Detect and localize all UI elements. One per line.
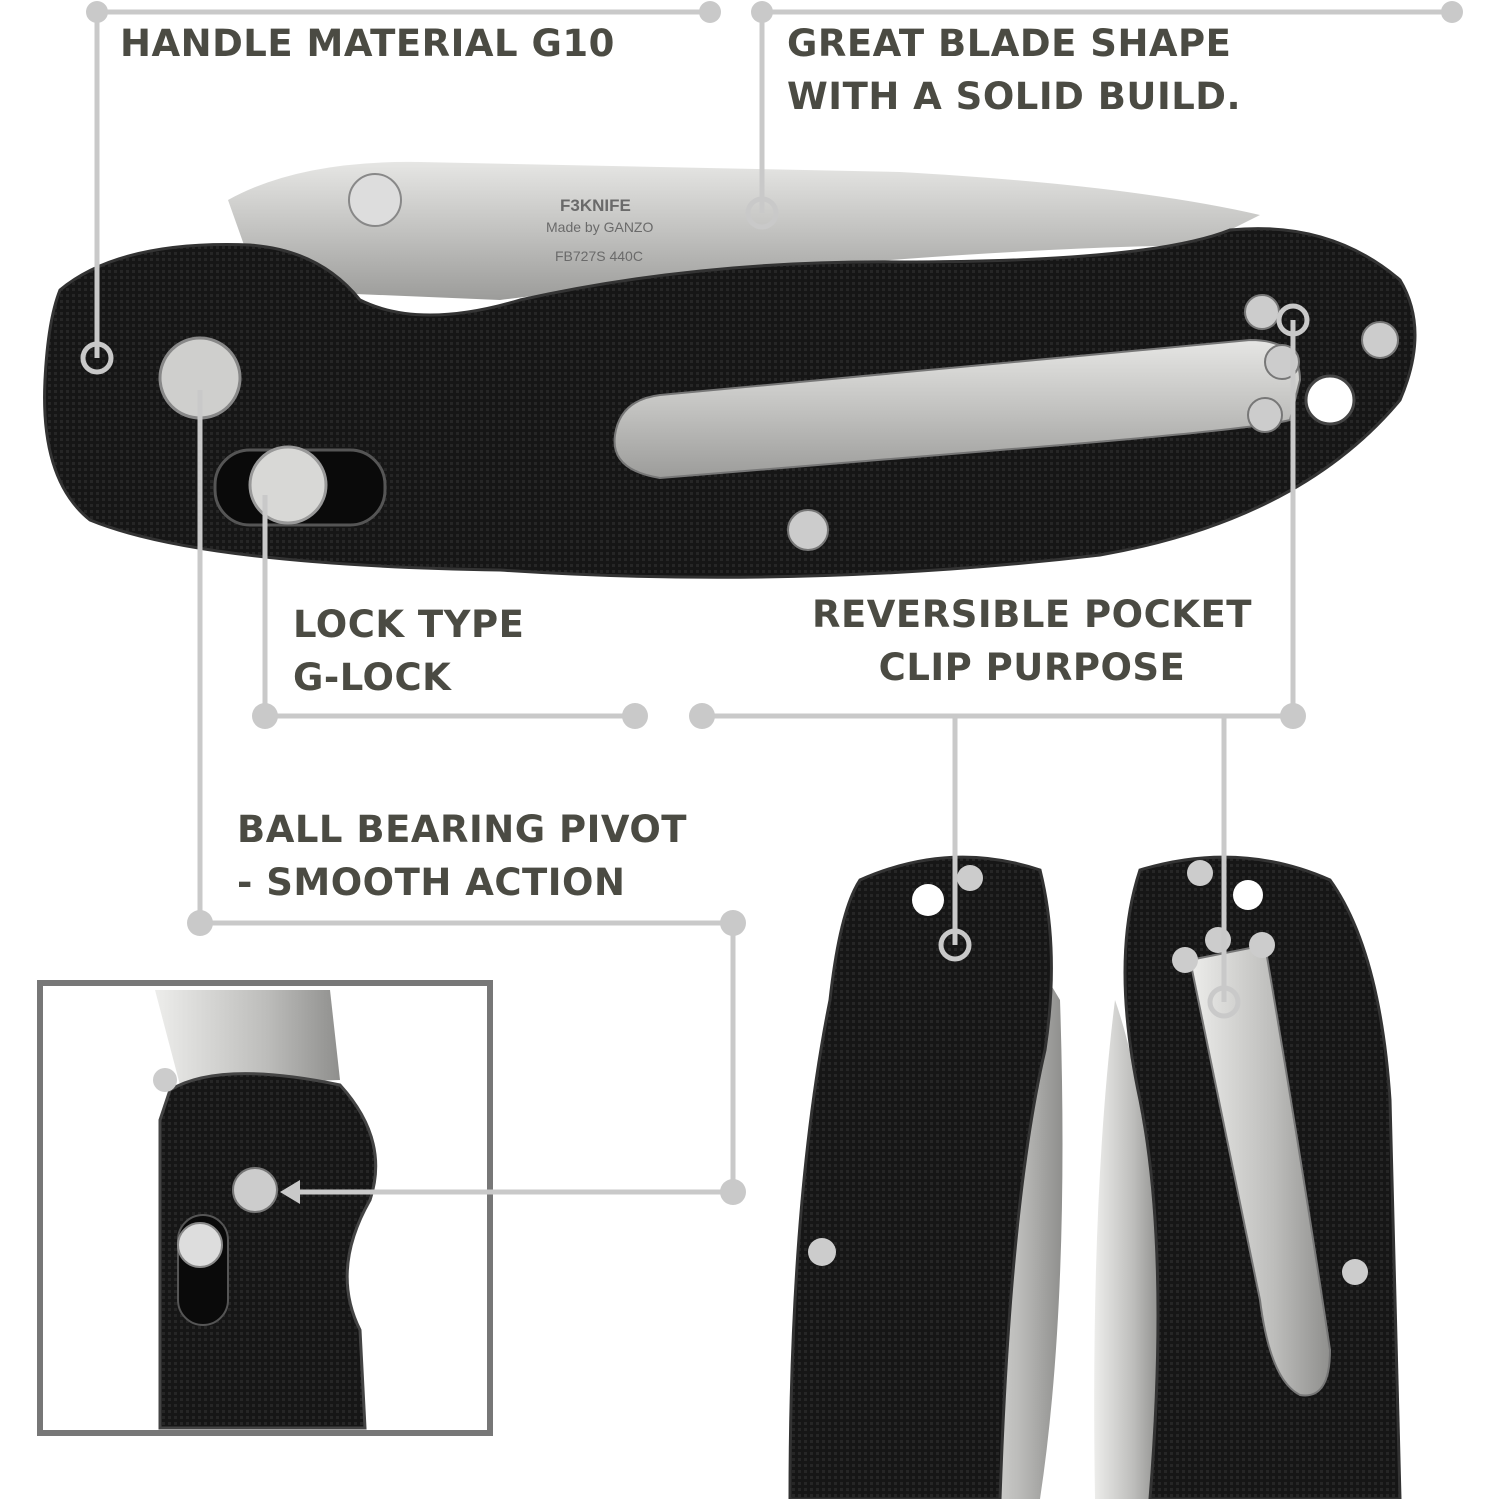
callout-text: LOCK TYPE	[293, 603, 525, 646]
callout-lock-type: LOCK TYPE G-LOCK	[293, 598, 524, 704]
callout-text: CLIP PURPOSE	[878, 646, 1186, 689]
callout-text: GREAT BLADE SHAPE	[787, 22, 1232, 65]
knife-front-view	[788, 855, 1063, 1499]
blade	[228, 161, 1260, 300]
callout-text: G-LOCK	[293, 656, 452, 699]
lock-button	[248, 445, 328, 525]
callout-text: BALL BEARING PIVOT	[237, 808, 688, 851]
callout-pivot: BALL BEARING PIVOT - SMOOTH ACTION	[237, 803, 687, 909]
callout-lines	[94, 9, 1452, 1195]
callout-text: HANDLE MATERIAL G10	[120, 22, 615, 65]
callout-text: - SMOOTH ACTION	[237, 861, 626, 904]
pivot-closeup-inset	[37, 980, 493, 1436]
callout-pocket-clip: REVERSIBLE POCKET CLIP PURPOSE	[790, 588, 1274, 694]
main-knife-image: F3KNIFE Made by GANZO FB727S 440C	[43, 161, 1417, 579]
callout-text: WITH A SOLID BUILD.	[787, 75, 1242, 118]
clip-screw	[1244, 294, 1280, 330]
lanyard-hole	[1304, 374, 1356, 426]
knife-back-view	[1094, 855, 1402, 1499]
handle-screw	[1361, 321, 1399, 359]
callout-handle-material: HANDLE MATERIAL G10	[120, 17, 615, 70]
handle-screw	[787, 509, 829, 551]
blade-model: FB727S 440C	[555, 248, 643, 264]
callout-dots	[86, 1, 1463, 1205]
blade-brand: F3KNIFE	[560, 196, 631, 215]
blade-maker: Made by GANZO	[546, 219, 653, 235]
callout-blade-shape: GREAT BLADE SHAPE WITH A SOLID BUILD.	[787, 17, 1241, 123]
callout-text: REVERSIBLE POCKET	[812, 593, 1252, 636]
thumb-stud	[348, 173, 402, 227]
clip-screw	[1247, 397, 1283, 433]
callout-target-rings	[80, 196, 1310, 1019]
